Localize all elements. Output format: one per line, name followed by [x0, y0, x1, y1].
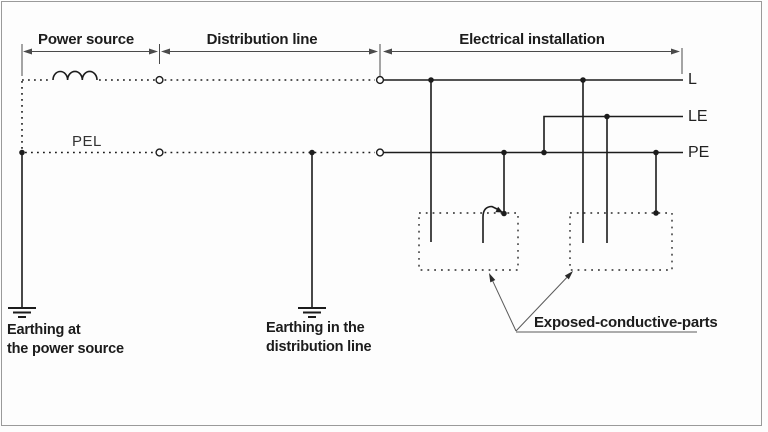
section-label-power-source: Power source: [38, 31, 134, 48]
terminal-circle-icon: [375, 148, 385, 157]
bond-hook-curve: [482, 205, 501, 243]
bond-arrowhead-icon: [495, 206, 503, 213]
pointer-line: [492, 280, 517, 332]
earth-symbol-distribution: [298, 307, 326, 318]
earth-symbol-power-source: [8, 307, 36, 318]
source-winding-icon: [52, 70, 98, 81]
arrow-left-icon: [383, 48, 392, 55]
exposed-part-box-right: [569, 212, 673, 271]
arrow-up-icon: [489, 273, 496, 283]
conductor-label-le: LE: [688, 108, 708, 125]
junction-dot: [501, 149, 507, 156]
junction-dot: [309, 149, 315, 156]
conductor-label-pel: PEL: [72, 133, 102, 150]
terminal-circle-icon: [375, 75, 385, 85]
junction-dot: [653, 149, 659, 156]
note-exposed-conductive-parts: Exposed-conductive-parts: [534, 314, 718, 331]
note-line-2: distribution line: [266, 339, 372, 355]
note-earthing-distribution: Earthing in the distribution line: [266, 319, 372, 357]
note-earthing-power-source: Earthing at the power source: [7, 321, 124, 359]
arrow-left-icon: [161, 48, 170, 55]
junction-dots: [19, 77, 659, 217]
dimension-arrowheads: [23, 48, 680, 55]
boundary-terminals: [155, 75, 385, 157]
note-line-2: the power source: [7, 341, 124, 357]
note-line-1: Earthing at: [7, 322, 81, 338]
arrow-right-icon: [149, 48, 158, 55]
junction-dot: [653, 210, 659, 216]
exposed-part-box-left: [418, 212, 519, 271]
junction-dot: [604, 113, 610, 120]
junction-dot: [19, 149, 25, 156]
le-conductor: [543, 115, 683, 243]
conductor-label-pe: PE: [688, 144, 710, 161]
l-conductor: [21, 70, 683, 243]
junction-dot: [501, 210, 507, 217]
exposed-label-pointers: [492, 277, 697, 333]
conductor-label-l: L: [688, 71, 697, 88]
junction-dot: [428, 77, 434, 83]
arrow-left-icon: [23, 48, 32, 55]
terminal-circle-icon: [155, 148, 164, 157]
dimension-ruler: [21, 44, 683, 77]
le-line: [543, 115, 683, 153]
pointer-line: [515, 277, 568, 332]
junction-dot: [541, 149, 547, 156]
arrow-right-icon: [369, 48, 378, 55]
junction-dot: [580, 77, 586, 83]
note-line-1: Earthing in the: [266, 320, 365, 336]
arrow-right-icon: [671, 48, 680, 55]
section-label-electrical-installation: Electrical installation: [459, 31, 605, 48]
arrow-up-icon: [564, 271, 573, 280]
bond-hook-arrow: [482, 205, 503, 243]
pointer-arrowheads: [489, 271, 573, 283]
pel-pe-conductor: [21, 151, 683, 307]
terminal-circle-icon: [155, 75, 164, 85]
exposed-part-boxes: [418, 212, 673, 271]
section-label-distribution-line: Distribution line: [206, 31, 318, 48]
